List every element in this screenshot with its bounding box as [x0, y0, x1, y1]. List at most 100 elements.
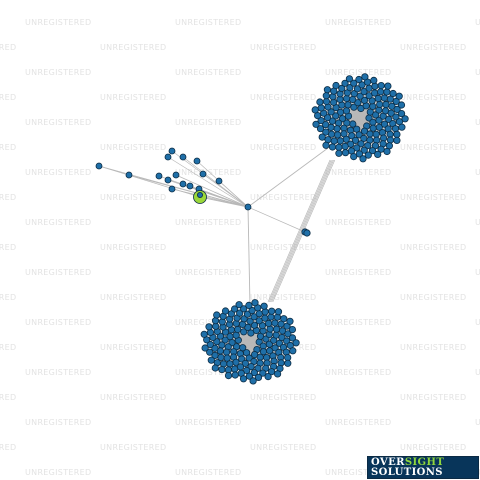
watermark-text: UNREGISTERED — [175, 268, 241, 277]
highlight-edge — [199, 196, 249, 208]
cluster-node — [241, 359, 249, 367]
cluster-node — [341, 149, 350, 157]
cluster-node — [255, 317, 263, 325]
cluster-node — [267, 368, 276, 376]
small-group-node — [95, 162, 103, 170]
cluster-node — [251, 299, 259, 307]
cluster-node — [397, 110, 406, 118]
cluster-node — [206, 340, 214, 349]
watermark-text: UNREGISTERED — [100, 293, 166, 302]
watermark-text: UNREGISTERED — [25, 418, 91, 427]
cluster-node — [221, 307, 230, 315]
cluster-node — [358, 81, 366, 89]
cluster-node — [376, 88, 385, 96]
cluster-node — [364, 151, 372, 159]
cluster-node — [322, 141, 330, 149]
small-group-node — [125, 171, 133, 179]
bridge-edge — [268, 159, 332, 303]
small-group-node — [168, 147, 176, 155]
cluster-node — [375, 123, 383, 131]
watermark-text: UNREGISTERED — [325, 318, 391, 327]
node-layer — [95, 73, 409, 385]
cluster-node — [393, 105, 401, 114]
watermark-text: UNREGISTERED — [400, 243, 466, 252]
watermark-text: UNREGISTERED — [0, 293, 16, 302]
watermark-text: UNREGISTERED — [25, 118, 91, 127]
watermark-text: UNREGISTERED — [0, 43, 16, 52]
cluster-node — [256, 353, 264, 361]
cluster-node — [245, 301, 253, 309]
watermark-text: UNREGISTERED — [325, 18, 391, 27]
small-group-edge — [198, 188, 249, 208]
cluster-node — [374, 150, 382, 158]
small-group-node — [164, 153, 172, 161]
cluster-node — [254, 373, 263, 381]
cluster-node — [392, 113, 400, 121]
watermark-text: UNREGISTERED — [100, 43, 166, 52]
cluster-node — [383, 88, 391, 96]
cluster-node — [346, 84, 354, 92]
cluster-node — [333, 125, 341, 133]
cluster-node — [246, 317, 254, 325]
cluster-node — [398, 123, 406, 131]
cluster-node — [360, 146, 368, 154]
bridge-node — [303, 229, 311, 237]
watermark-text: UNREGISTERED — [250, 193, 316, 202]
watermark-text: UNREGISTERED — [475, 268, 480, 277]
cluster-node — [376, 100, 384, 109]
cluster-node — [349, 95, 357, 104]
cluster-node — [245, 354, 253, 362]
watermark-text: UNREGISTERED — [0, 393, 16, 402]
small-group-edge — [98, 165, 201, 198]
cluster-node — [380, 94, 388, 102]
small-group-node — [215, 177, 223, 185]
cluster-node — [392, 97, 400, 106]
watermark-text: UNREGISTERED — [250, 43, 316, 52]
cluster-node — [231, 305, 239, 313]
cluster-node — [335, 143, 343, 151]
cluster-node — [248, 306, 256, 315]
watermark-text: UNREGISTERED — [475, 118, 480, 127]
watermark-text: UNREGISTERED — [475, 318, 480, 327]
cluster-node — [259, 369, 267, 377]
cluster-node — [348, 132, 356, 140]
cluster-node — [332, 81, 340, 90]
cluster-node — [387, 109, 395, 117]
watermark-text: UNREGISTERED — [175, 168, 241, 177]
watermark-text: UNREGISTERED — [250, 293, 316, 302]
cluster-node — [357, 140, 365, 148]
cluster-node — [388, 102, 396, 110]
cluster-node — [384, 82, 392, 90]
cluster-node — [286, 317, 294, 325]
cluster-node — [200, 330, 208, 338]
cluster-node — [342, 107, 351, 115]
small-group-edge — [128, 174, 249, 208]
watermark-text: UNREGISTERED — [400, 443, 466, 452]
cluster-node — [205, 323, 213, 331]
cluster-node — [244, 323, 252, 331]
cluster-node — [207, 356, 215, 364]
cluster-node — [360, 88, 368, 96]
cluster-node — [245, 372, 253, 380]
watermark-text: UNREGISTERED — [0, 193, 16, 202]
cluster-node — [249, 377, 257, 385]
cluster-node — [361, 73, 369, 81]
cluster-node — [383, 147, 391, 156]
cluster-node — [393, 130, 401, 138]
cluster-node — [359, 155, 367, 163]
cluster-node — [247, 362, 255, 371]
cluster-node — [393, 136, 401, 144]
small-group-node — [186, 182, 194, 190]
cluster-node — [336, 137, 344, 145]
watermark-text: UNREGISTERED — [25, 68, 91, 77]
bridge-edge — [267, 159, 331, 303]
cluster-node — [260, 302, 268, 310]
watermark-text: UNREGISTERED — [475, 218, 480, 227]
cluster-node — [369, 124, 377, 132]
watermark-text: UNREGISTERED — [325, 468, 391, 477]
watermark-text: UNREGISTERED — [400, 293, 466, 302]
cluster-node — [289, 347, 297, 355]
cluster-node — [213, 311, 221, 319]
watermark-text: UNREGISTERED — [325, 268, 391, 277]
watermark-text: UNREGISTERED — [325, 168, 391, 177]
